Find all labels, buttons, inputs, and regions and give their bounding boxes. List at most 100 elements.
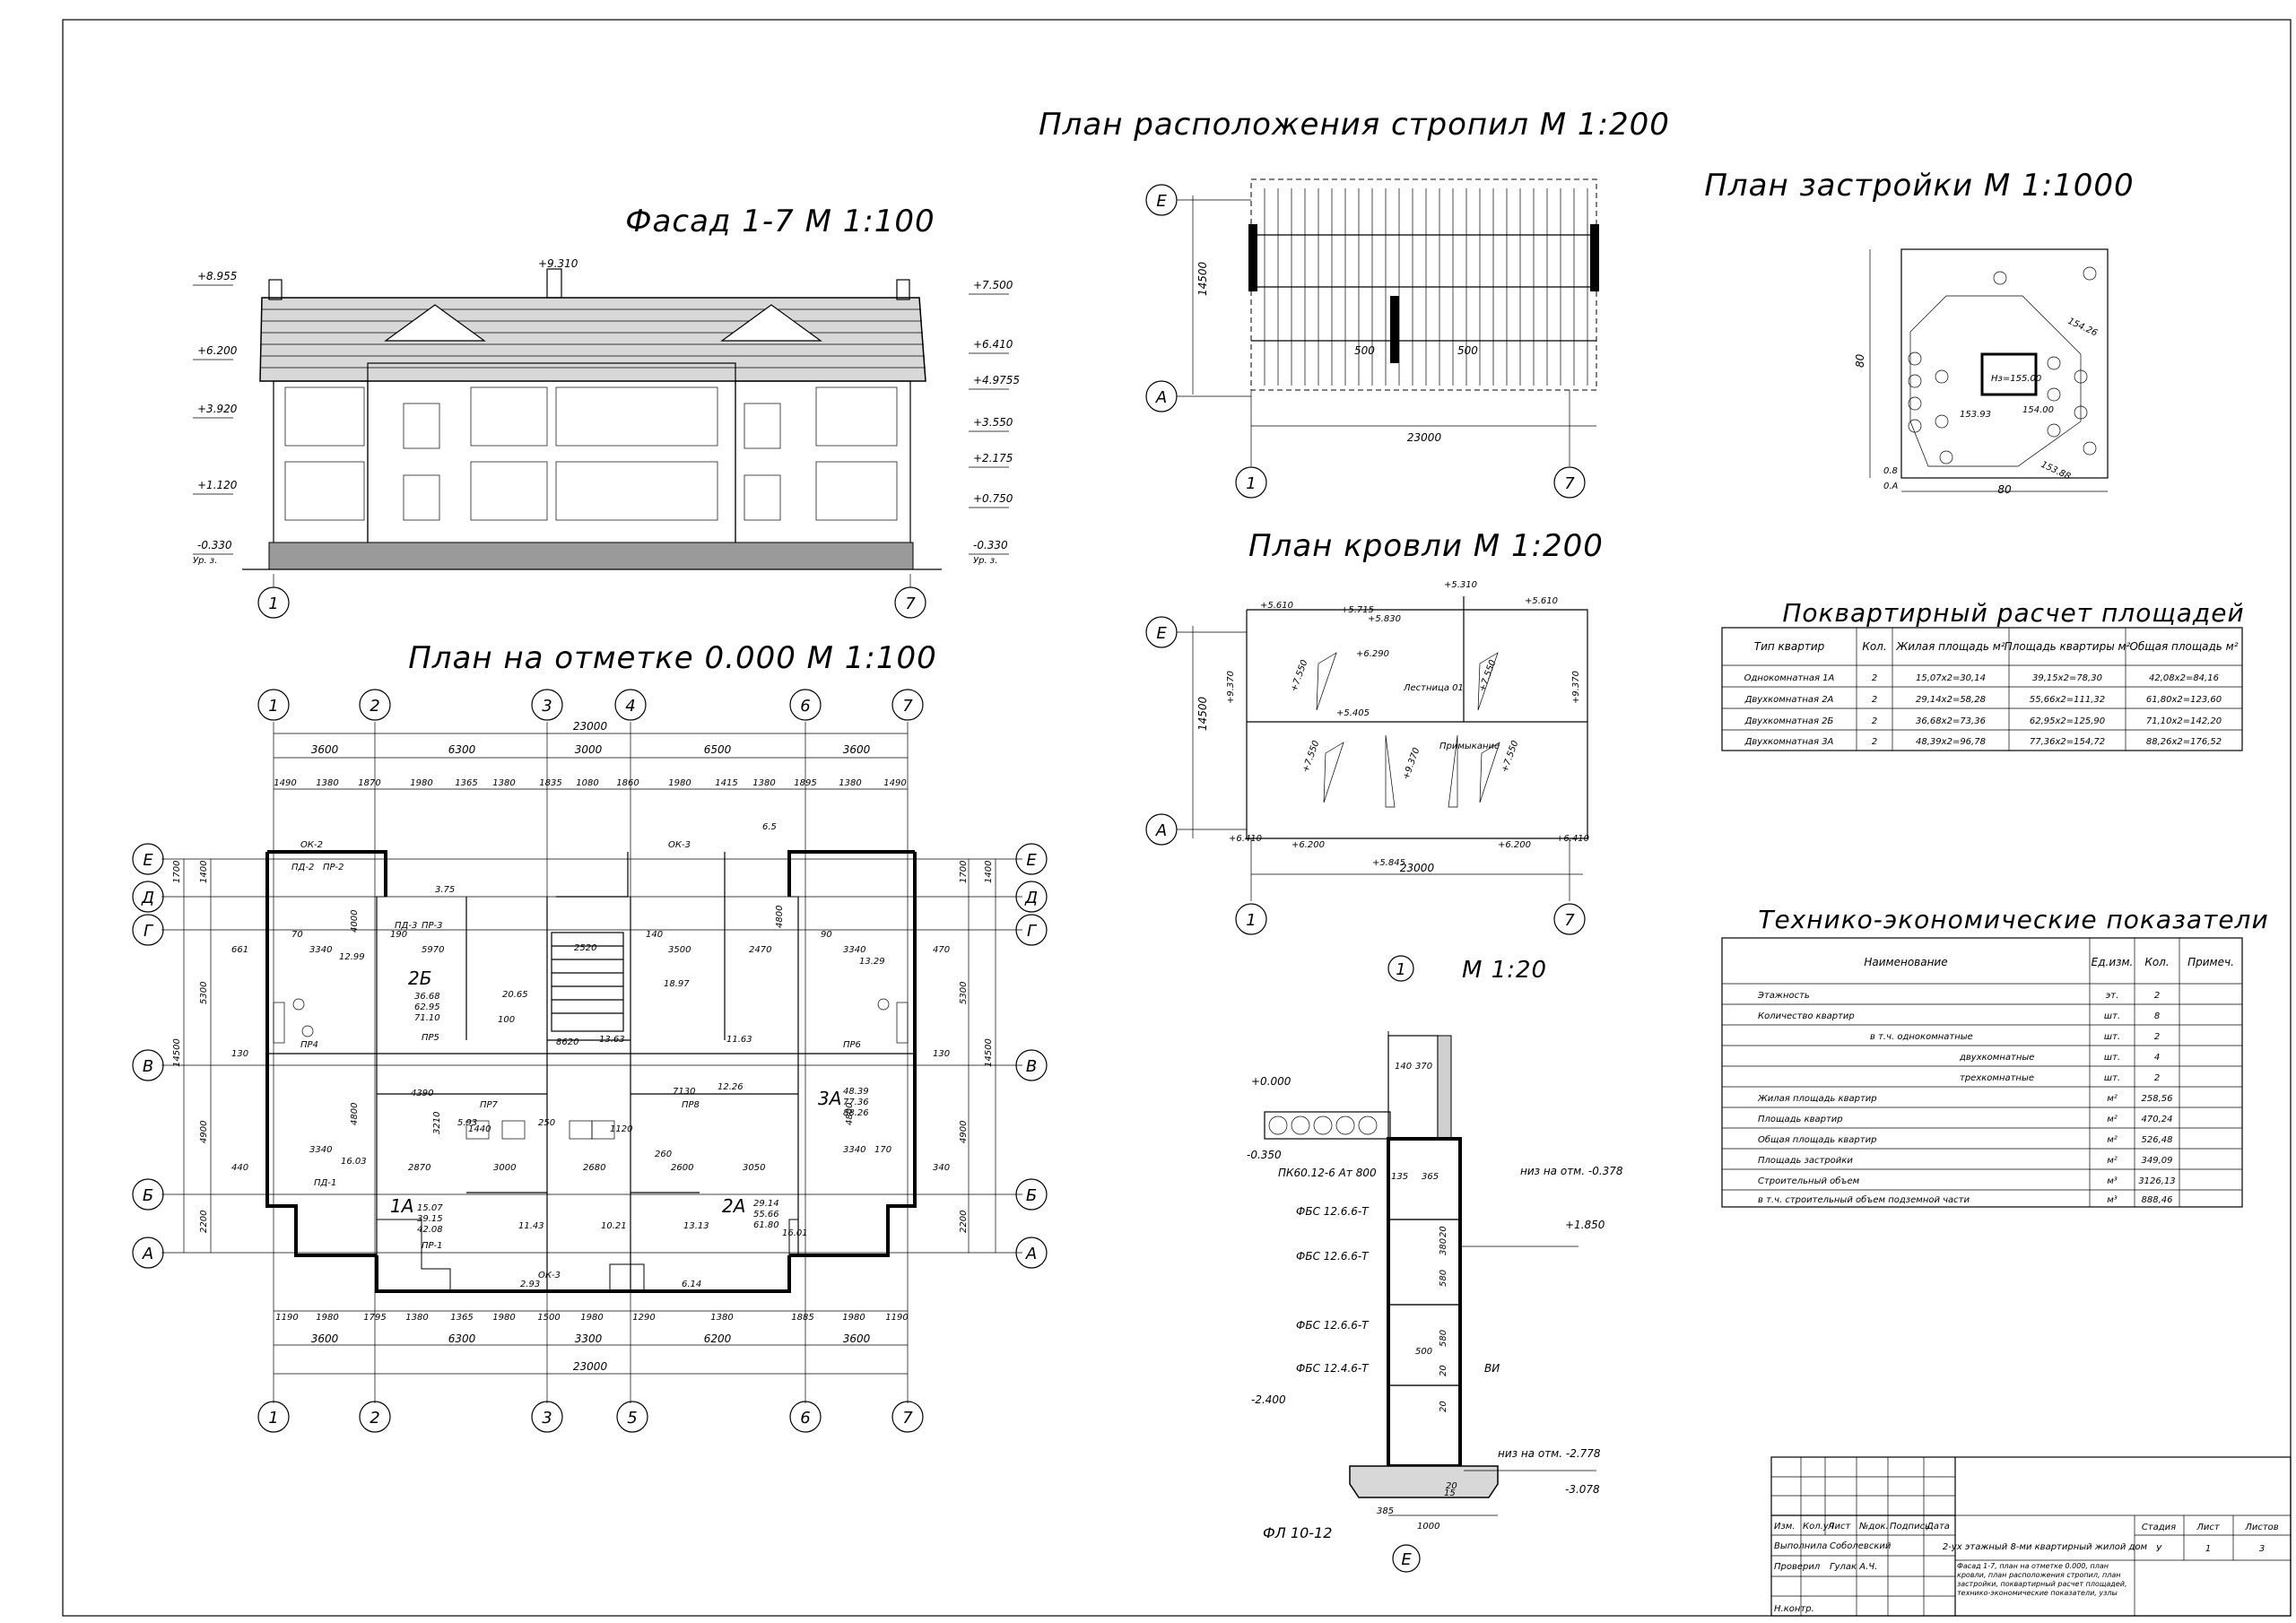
svg-text:+1.120: +1.120 bbox=[197, 479, 238, 491]
svg-text:ВИ: ВИ bbox=[1484, 1362, 1500, 1375]
detail-number-circle bbox=[1387, 955, 1414, 982]
rafters-axis-7: 7 bbox=[1564, 474, 1575, 493]
svg-text:7130: 7130 bbox=[673, 1087, 695, 1097]
svg-text:Общая площадь квартир: Общая площадь квартир bbox=[1758, 1134, 1876, 1145]
svg-text:Д: Д bbox=[141, 889, 154, 907]
floor-opening-labels: ПД-2 ПР-2 ПД-3 ПР-3 ОК-2 ОК-3 ПР4 ПР5 ПР… bbox=[291, 840, 861, 1280]
svg-text:16.03: 16.03 bbox=[341, 1157, 367, 1167]
svg-text:1980: 1980 bbox=[410, 778, 432, 788]
svg-text:ПР-3: ПР-3 bbox=[422, 921, 443, 931]
svg-text:Жилая площадь м²: Жилая площадь м² bbox=[1895, 640, 2005, 653]
floor-dim-chain-top: 1490 1380 1870 1980 1365 1380 1835 1080 … bbox=[274, 778, 906, 788]
facade-right-marks: +7.500 +6.410 +4.9755 +3.550 +2.175 +0.7… bbox=[969, 279, 1020, 566]
rafters-plan: 14500 23000 500 500 Е А 1 7 bbox=[1145, 178, 1599, 499]
svg-text:Площадь квартир: Площадь квартир bbox=[1758, 1115, 1843, 1124]
facade-dormer-left bbox=[384, 304, 486, 342]
svg-text:20: 20 bbox=[1439, 1226, 1448, 1237]
rafters-dim-width: 23000 bbox=[1407, 431, 1442, 444]
svg-text:3340: 3340 bbox=[309, 945, 332, 955]
svg-text:Лист: Лист bbox=[2196, 1523, 2221, 1532]
svg-text:61.80: 61.80 bbox=[753, 1220, 779, 1230]
svg-text:7: 7 bbox=[902, 697, 913, 716]
svg-text:3050: 3050 bbox=[743, 1163, 765, 1173]
svg-text:2: 2 bbox=[370, 1409, 379, 1428]
rafters-axis-1: 1 bbox=[1246, 474, 1256, 493]
svg-text:-0.330: -0.330 bbox=[197, 539, 232, 551]
svg-text:370: 370 bbox=[1415, 1062, 1432, 1072]
apt-1A: 1А bbox=[390, 1195, 413, 1217]
svg-text:+6.290: +6.290 bbox=[1356, 649, 1389, 659]
svg-text:ПК60.12-6 Ат 800: ПК60.12-6 Ат 800 bbox=[1278, 1167, 1377, 1179]
svg-text:55.66: 55.66 bbox=[753, 1210, 779, 1219]
site-plan: 154.26 Нз=155.00 154.00 153.93 153.88 80… bbox=[1854, 248, 2109, 496]
svg-text:двухкомнатные: двухкомнатные bbox=[1959, 1053, 2034, 1063]
area-table-rows: Однокомнатная 1А 2 15,07x2=30,14 39,15x2… bbox=[1744, 673, 2222, 747]
svg-text:ПР-1: ПР-1 bbox=[422, 1241, 443, 1251]
site-mark-3: 154.00 bbox=[2022, 405, 2054, 415]
svg-text:+7.500: +7.500 bbox=[973, 279, 1013, 291]
floor-areas: 12.99 20.65 18.97 13.29 16.03 11.43 10.2… bbox=[339, 822, 885, 1289]
svg-text:88,26x2=176,52: 88,26x2=176,52 bbox=[2146, 737, 2222, 747]
svg-text:+0.000: +0.000 bbox=[1251, 1075, 1292, 1088]
svg-text:В: В bbox=[1026, 1057, 1037, 1076]
svg-text:20: 20 bbox=[1439, 1401, 1448, 1412]
svg-text:5970: 5970 bbox=[422, 945, 444, 955]
svg-text:ПР7: ПР7 bbox=[480, 1100, 499, 1110]
facade-title: Фасад 1-7 М 1:100 bbox=[625, 204, 935, 239]
svg-text:+7.550: +7.550 bbox=[1500, 739, 1520, 774]
svg-text:Двухкомнатная 2А: Двухкомнатная 2А bbox=[1744, 695, 1834, 705]
svg-text:+8.955: +8.955 bbox=[197, 270, 237, 282]
svg-text:365: 365 bbox=[1422, 1172, 1439, 1182]
roof-axis-E: Е bbox=[1156, 624, 1167, 643]
svg-text:2870: 2870 bbox=[408, 1163, 430, 1173]
svg-text:Кол.: Кол. bbox=[1862, 640, 1886, 653]
svg-text:1980: 1980 bbox=[316, 1313, 338, 1323]
svg-text:888,46: 888,46 bbox=[2142, 1195, 2173, 1205]
svg-text:2.93: 2.93 bbox=[520, 1280, 540, 1289]
svg-text:440: 440 bbox=[231, 1163, 248, 1173]
svg-text:ПД-2: ПД-2 bbox=[291, 863, 314, 872]
svg-text:2: 2 bbox=[1872, 673, 1877, 683]
svg-text:ПР8: ПР8 bbox=[682, 1100, 700, 1110]
svg-text:Жилая площадь квартир: Жилая площадь квартир bbox=[1757, 1094, 1877, 1104]
svg-text:+6.410: +6.410 bbox=[1229, 834, 1262, 844]
svg-text:580: 580 bbox=[1439, 1330, 1448, 1347]
title-project: 2-ух этажный 8-ми квартирный жилой дом bbox=[1943, 1542, 2148, 1552]
svg-text:1365: 1365 bbox=[450, 1313, 473, 1323]
svg-text:1870: 1870 bbox=[358, 778, 380, 788]
svg-text:6200: 6200 bbox=[704, 1332, 732, 1345]
svg-text:18.97: 18.97 bbox=[664, 979, 690, 989]
svg-text:1380: 1380 bbox=[839, 778, 861, 788]
svg-text:1700: 1700 bbox=[172, 861, 182, 883]
roof-plan: +5.610 +5.715 +5.830 +5.310 +5.610 +6.29… bbox=[1145, 580, 1589, 935]
svg-text:низ на отм. -2.778: низ на отм. -2.778 bbox=[1498, 1447, 1601, 1460]
svg-text:6500: 6500 bbox=[704, 743, 732, 756]
svg-text:Площадь застройки: Площадь застройки bbox=[1758, 1156, 1853, 1166]
svg-text:4800: 4800 bbox=[350, 1103, 360, 1125]
svg-text:36,68x2=73,36: 36,68x2=73,36 bbox=[1916, 716, 1986, 726]
svg-text:3210: 3210 bbox=[432, 1112, 442, 1134]
svg-text:ФБС 12.4.6-Т: ФБС 12.4.6-Т bbox=[1296, 1362, 1370, 1375]
svg-text:Лестница 01: Лестница 01 bbox=[1403, 683, 1464, 693]
svg-text:4: 4 bbox=[625, 697, 635, 716]
svg-text:1080: 1080 bbox=[576, 778, 598, 788]
roof-axis-7: 7 bbox=[1564, 911, 1575, 930]
svg-text:250: 250 bbox=[538, 1118, 555, 1128]
svg-text:+9.370: +9.370 bbox=[1571, 671, 1581, 704]
svg-text:+5.845: +5.845 bbox=[1372, 858, 1405, 868]
svg-text:14500: 14500 bbox=[1196, 696, 1209, 731]
svg-text:3500: 3500 bbox=[668, 945, 691, 955]
svg-text:80: 80 bbox=[1854, 353, 1866, 368]
svg-text:385: 385 bbox=[1377, 1506, 1394, 1516]
svg-text:7: 7 bbox=[905, 595, 916, 613]
svg-text:1365: 1365 bbox=[455, 778, 477, 788]
svg-text:90: 90 bbox=[821, 930, 832, 940]
svg-text:1490: 1490 bbox=[274, 778, 296, 788]
svg-text:Г: Г bbox=[1027, 922, 1038, 941]
svg-text:1120: 1120 bbox=[610, 1124, 632, 1134]
svg-text:м²: м² bbox=[2107, 1156, 2118, 1166]
svg-text:61,80x2=123,60: 61,80x2=123,60 bbox=[2146, 695, 2222, 705]
svg-text:Е: Е bbox=[1026, 851, 1037, 870]
svg-text:1980: 1980 bbox=[492, 1313, 515, 1323]
apt-2A: 2А bbox=[722, 1195, 745, 1217]
